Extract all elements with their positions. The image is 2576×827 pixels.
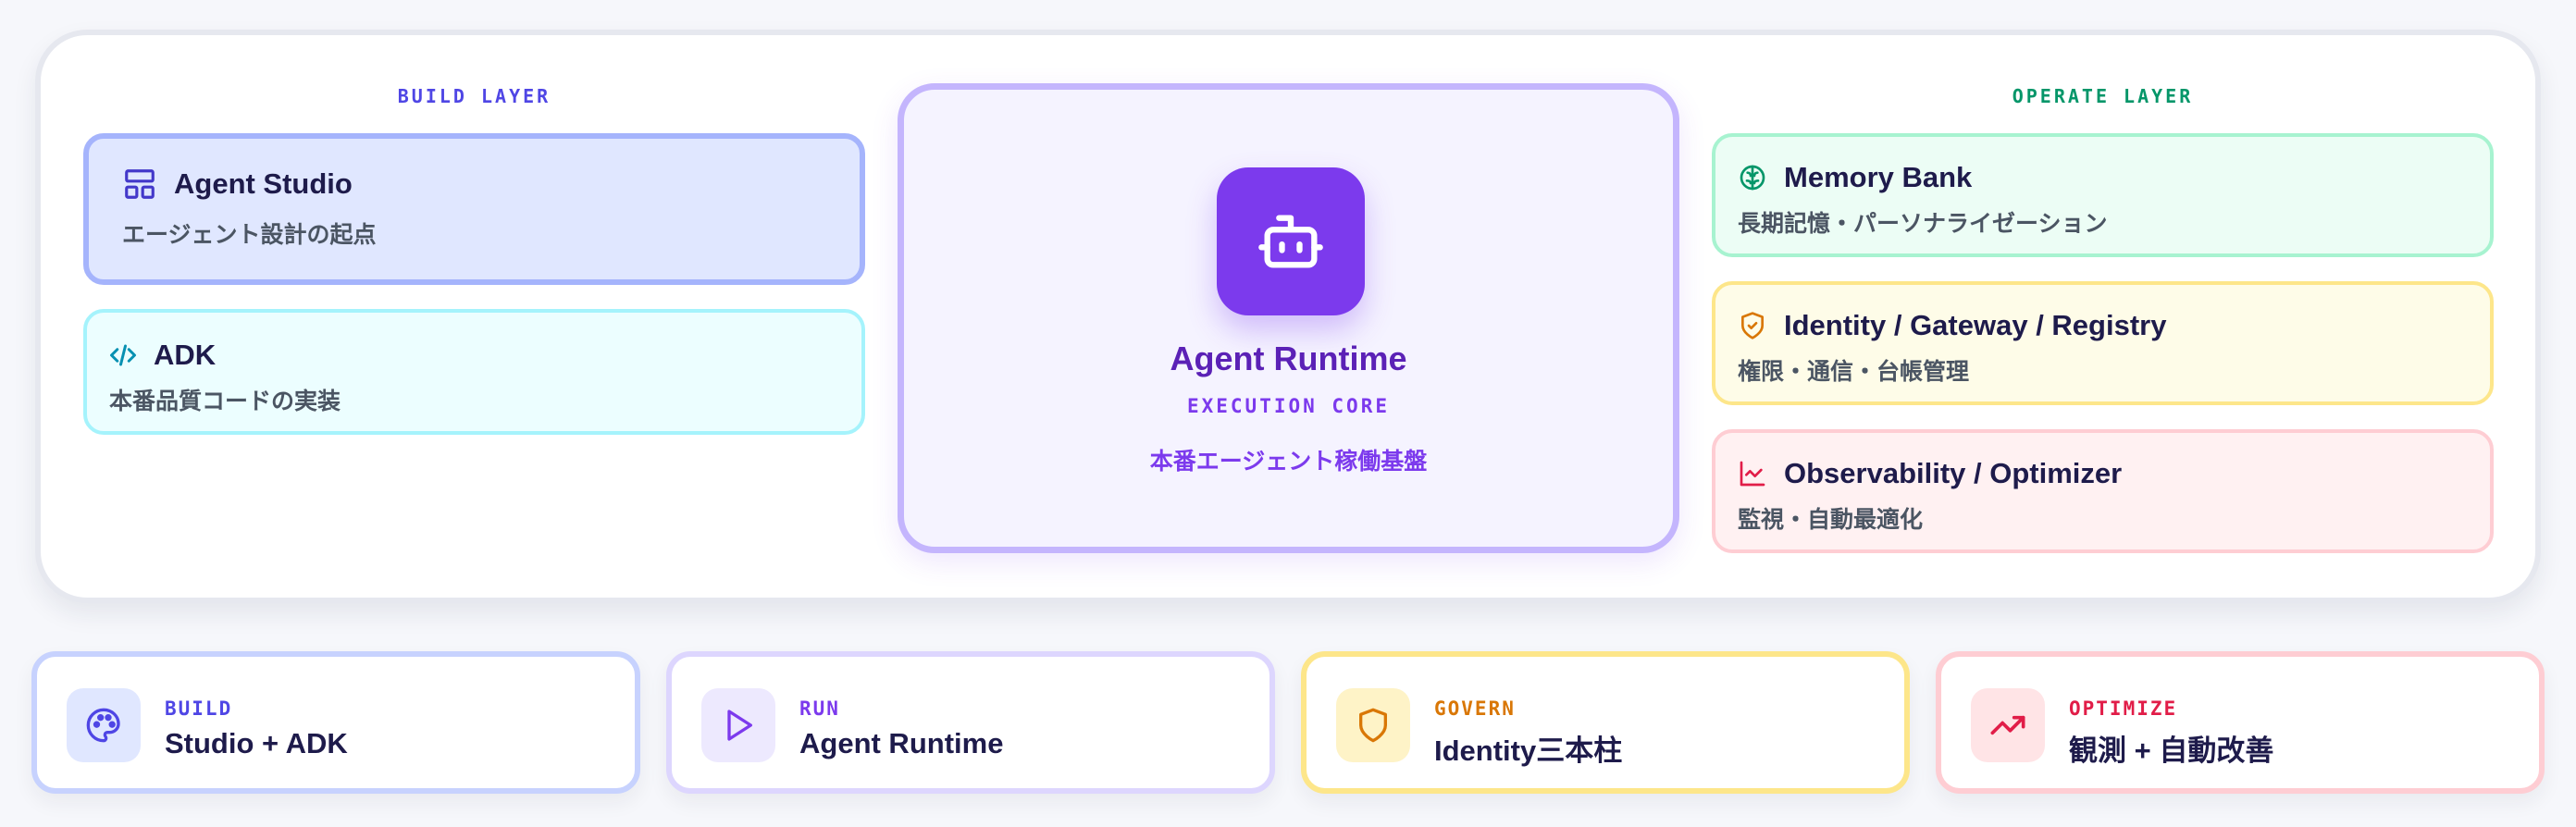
operate-layer-label: OPERATE LAYER xyxy=(2012,85,2194,107)
run-tag: RUN xyxy=(799,697,840,720)
build-summary-title: Studio + ADK xyxy=(165,727,348,759)
identity-gateway-registry-card[interactable]: Identity / Gateway / Registry 権限・通信・台帳管理 xyxy=(1712,281,2494,405)
build-summary-card[interactable]: BUILD Studio + ADK xyxy=(31,651,640,794)
agent-studio-card[interactable]: Agent Studio エージェント設計の起点 xyxy=(83,133,865,285)
shield-check-icon xyxy=(1738,311,1767,340)
run-summary-title: Agent Runtime xyxy=(799,727,1004,759)
observability-title: Observability / Optimizer xyxy=(1784,457,2123,489)
optimize-tag: OPTIMIZE xyxy=(2069,697,2178,720)
agent-studio-subtitle: エージェント設計の起点 xyxy=(122,222,377,248)
optimize-summary-title: 観測 + 自動改善 xyxy=(2069,734,2274,767)
observability-optimizer-card[interactable]: Observability / Optimizer 監視・自動最適化 xyxy=(1712,429,2494,553)
memory-bank-title: Memory Bank xyxy=(1784,161,1973,193)
play-icon xyxy=(701,688,775,762)
runtime-title: Agent Runtime xyxy=(1170,339,1407,377)
build-layer-label: BUILD LAYER xyxy=(397,85,551,107)
bot-icon xyxy=(1217,167,1365,315)
execution-core-label: EXECUTION CORE xyxy=(1186,395,1390,417)
identity-subtitle: 権限・通信・台帳管理 xyxy=(1738,359,1970,385)
layout-icon xyxy=(122,167,157,202)
identity-title: Identity / Gateway / Registry xyxy=(1784,309,2167,341)
govern-summary-title: Identity三本柱 xyxy=(1434,734,1623,767)
runtime-subtitle: 本番エージェント稼働基盤 xyxy=(1149,449,1428,475)
shield-icon xyxy=(1336,688,1410,762)
adk-title: ADK xyxy=(154,339,217,371)
memory-bank-card[interactable]: Memory Bank 長期記憶・パーソナライゼーション xyxy=(1712,133,2494,257)
palette-icon xyxy=(67,688,141,762)
build-tag: BUILD xyxy=(165,697,233,720)
agent-runtime-card[interactable]: Agent Runtime EXECUTION CORE 本番エージェント稼働基… xyxy=(898,83,1679,553)
observability-subtitle: 監視・自動最適化 xyxy=(1738,507,1924,533)
line-chart-icon xyxy=(1738,459,1767,488)
memory-bank-subtitle: 長期記憶・パーソナライゼーション xyxy=(1738,211,2108,237)
trending-up-icon xyxy=(1971,688,2045,762)
agent-studio-title: Agent Studio xyxy=(174,167,353,200)
code-icon xyxy=(109,341,137,369)
govern-tag: GOVERN xyxy=(1434,697,1516,720)
adk-card[interactable]: ADK 本番品質コードの実装 xyxy=(83,309,865,435)
optimize-summary-card[interactable]: OPTIMIZE 観測 + 自動改善 xyxy=(1936,651,2545,794)
adk-subtitle: 本番品質コードの実装 xyxy=(109,389,341,414)
run-summary-card[interactable]: RUN Agent Runtime xyxy=(666,651,1275,794)
brain-icon xyxy=(1738,163,1767,192)
govern-summary-card[interactable]: GOVERN Identity三本柱 xyxy=(1301,651,1910,794)
